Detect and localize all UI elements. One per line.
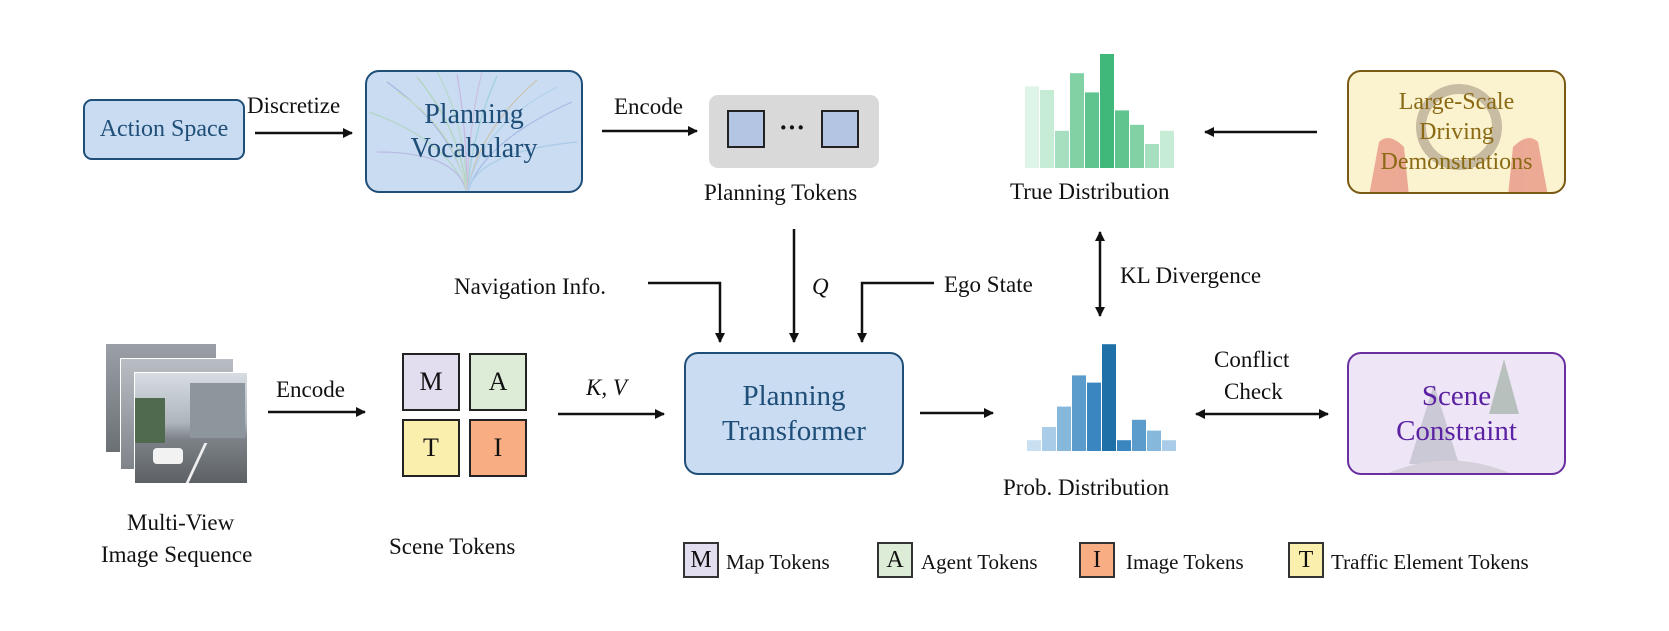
prob-distribution-bar-2: [1057, 406, 1071, 451]
prob-distribution-bar-4: [1087, 382, 1101, 451]
true-distribution-bar-4: [1085, 92, 1099, 168]
planning-tokens-panel: ···: [709, 95, 879, 168]
planning-tokens-label: Planning Tokens: [704, 180, 858, 205]
kl-divergence-label: KL Divergence: [1120, 263, 1262, 288]
demonstrations-line1: Large-Scale: [1398, 89, 1515, 115]
conflict-check-line2: Check: [1224, 379, 1283, 404]
legend-agent-swatch: A: [877, 542, 913, 578]
planning-vocabulary-line1: Planning: [424, 98, 524, 130]
ego-state-label: Ego State: [944, 272, 1033, 297]
building: [190, 383, 245, 438]
map-token: M: [402, 353, 460, 411]
true-distribution-bar-1: [1040, 90, 1054, 168]
prob-distribution-bar-5: [1102, 344, 1116, 451]
true-distribution-bar-5: [1100, 54, 1114, 168]
prob-distribution-bar-7: [1132, 419, 1146, 451]
scene-constraint-line1: Scene: [1421, 379, 1492, 412]
camera-image-front: [134, 372, 248, 484]
ellipsis: ···: [779, 113, 806, 142]
legend-map-swatch: M: [683, 542, 719, 578]
true-distribution-label: True Distribution: [1010, 179, 1170, 204]
prob-distribution-bar-0: [1027, 440, 1041, 451]
legend-traffic-swatch: T: [1288, 542, 1324, 578]
scene-constraint-line2: Constraint: [1396, 414, 1517, 447]
traffic-token: T: [402, 419, 460, 477]
true-distribution-bar-6: [1115, 110, 1129, 168]
legend-traffic-label: Traffic Element Tokens: [1331, 550, 1529, 574]
hands-illustration: [1369, 84, 1548, 192]
demonstrations-line3: Demonstrations: [1380, 149, 1533, 175]
prob-distribution-bar-9: [1162, 440, 1176, 451]
true-distribution-histogram: [1025, 54, 1174, 168]
planning-transformer-box: Planning Transformer: [684, 352, 904, 475]
car: [153, 448, 183, 464]
arrow-navigation: [648, 281, 725, 343]
action-space-box: Action Space: [83, 99, 245, 160]
multi-view-image-stack: [106, 344, 248, 484]
true-distribution-bar-0: [1025, 86, 1039, 168]
prob-distribution-histogram: [1027, 344, 1176, 451]
prob-distribution-bar-6: [1117, 440, 1131, 451]
scene-tokens-label: Scene Tokens: [389, 534, 516, 559]
true-distribution-bar-7: [1130, 124, 1144, 168]
legend-map-label: Map Tokens: [726, 550, 830, 574]
road-line: [185, 443, 208, 483]
action-space-label: Action Space: [99, 116, 229, 142]
agent-token: A: [469, 353, 527, 411]
prob-distribution-bar-1: [1042, 427, 1056, 451]
true-distribution-bar-8: [1145, 144, 1159, 168]
demonstrations-box: Large-Scale Driving Demonstrations: [1347, 70, 1566, 194]
planning-transformer-line1: Planning: [742, 379, 846, 412]
conflict-check-line1: Conflict: [1214, 347, 1290, 372]
tree: [135, 398, 165, 443]
image-token: I: [469, 419, 527, 477]
legend-image-swatch: I: [1079, 542, 1115, 578]
navigation-info-label: Navigation Info.: [454, 274, 607, 299]
encode-bottom-label: Encode: [276, 377, 345, 402]
planning-token-square: [821, 110, 859, 148]
prob-distribution-bar-8: [1147, 430, 1161, 451]
planning-transformer-line2: Transformer: [722, 414, 866, 447]
multi-view-label-line2: Image Sequence: [101, 542, 253, 567]
q-label: Q: [812, 274, 829, 299]
true-distribution-bar-3: [1070, 73, 1084, 168]
discretize-label: Discretize: [247, 93, 341, 118]
arrow-ego-state: [857, 281, 934, 343]
planning-vocabulary-line2: Vocabulary: [410, 132, 538, 164]
true-distribution-bar-2: [1055, 130, 1069, 168]
true-distribution-bar-9: [1160, 130, 1174, 168]
planning-vocabulary-box: Planning Vocabulary: [365, 70, 583, 193]
trajectory-fan-image: [368, 72, 578, 191]
planning-token-square: [727, 110, 765, 148]
scene-constraint-box: Scene Constraint: [1347, 352, 1566, 475]
multi-view-label-line1: Multi-View: [127, 510, 235, 535]
prob-distribution-label: Prob. Distribution: [1003, 475, 1170, 500]
encode-top-label: Encode: [614, 94, 683, 119]
demonstrations-line2: Driving: [1419, 119, 1494, 145]
legend-image-label: Image Tokens: [1126, 550, 1244, 574]
legend-agent-label: Agent Tokens: [921, 550, 1038, 574]
kv-label: K, V: [586, 375, 627, 400]
tree-illustration: [1388, 359, 1519, 473]
prob-distribution-bar-3: [1072, 375, 1086, 451]
